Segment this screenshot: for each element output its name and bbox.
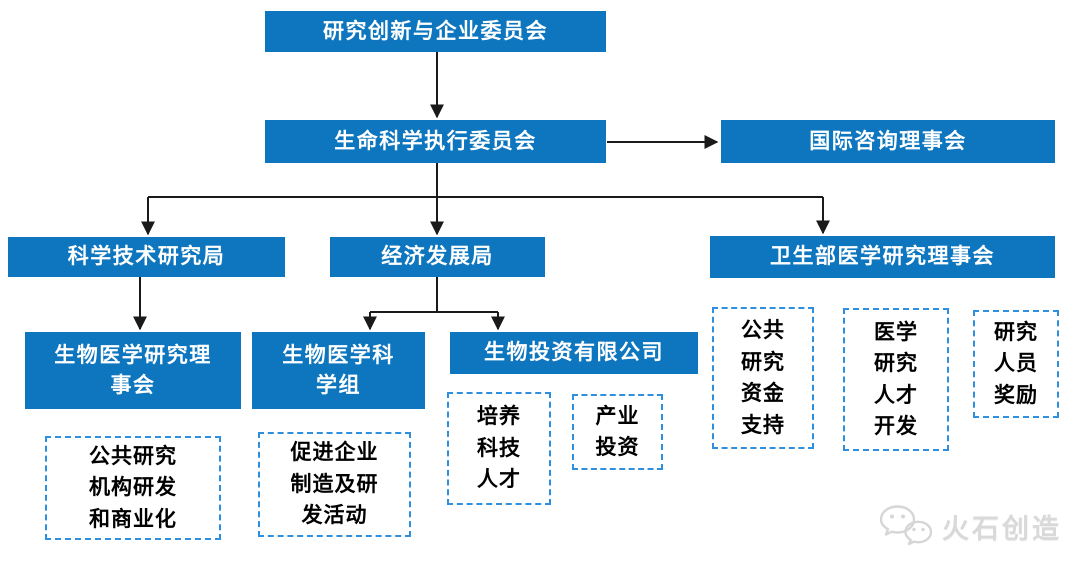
node-medical-research-talent-development: 医学 研究 人才 开发	[843, 308, 949, 451]
node-public-research-rd-commercialization: 公共研究 机构研发 和商业化	[45, 436, 221, 540]
node-industry-investment: 产业 投资	[572, 394, 663, 470]
node-cultivate-sci-tech-talent: 培养 科技 人才	[447, 392, 551, 505]
watermark: 火石创造	[878, 503, 1062, 549]
node-researcher-rewards: 研究 人员 奖励	[973, 310, 1059, 418]
node-moh-medical-research-council: 卫生部医学研究理事会	[710, 236, 1055, 278]
node-economic-development-board: 经济发展局	[330, 237, 545, 277]
watermark-brand: 火石创造	[942, 513, 1062, 544]
node-public-research-funding-support: 公共 研究 资金 支持	[712, 307, 814, 449]
node-biomedical-research-council: 生物医学研究理 事会	[25, 332, 241, 409]
node-bio-investment-company: 生物投资有限公司	[450, 332, 698, 374]
node-international-advisory-council: 国际咨询理事会	[721, 120, 1055, 163]
node-promote-enterprise-manufacturing-rd: 促进企业 制造及研 发活动	[258, 432, 411, 537]
node-science-technology-research-bureau: 科学技术研究局	[8, 237, 285, 277]
node-biomedical-science-group: 生物医学科 学组	[252, 332, 425, 409]
wechat-icon	[879, 505, 933, 546]
node-life-science-executive-committee: 生命科学执行委员会	[265, 120, 606, 163]
node-research-innovation-enterprise-committee: 研究创新与企业委员会	[265, 11, 606, 52]
